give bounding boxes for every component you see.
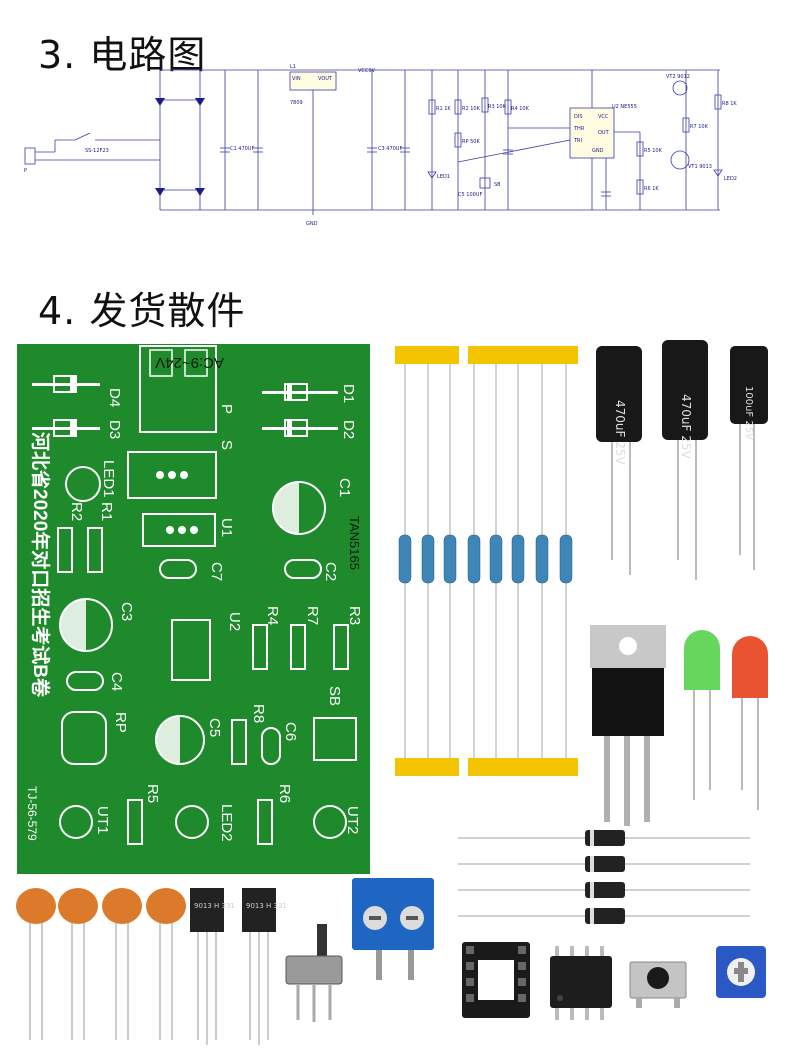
diodes [458,830,750,924]
pcb-sb: SB [326,686,343,706]
transistor2-marking: 9013 H 331 [246,902,287,910]
pcb-c5: C5 [206,718,223,737]
pcb-d1: D1 [340,384,357,403]
pcb-c4: C4 [108,672,125,691]
r2-label: R2 10K [462,106,481,112]
r5-label: R5 10K [644,148,663,154]
reg-vout-label: VOUT [318,76,333,82]
pcb-exam-title: 河北省2020年对口招生考试B卷 [29,432,52,698]
schematic [24,69,723,215]
pcb-led2: LED2 [218,804,235,842]
pin-thr: THR [573,126,585,132]
vcc-label: VCC9V [358,68,376,74]
cap2-marking: 470uF 25V [679,394,693,459]
ceramic-capacitors [16,888,186,1040]
switch-label: SS-12F23 [85,148,109,154]
r3-label: R3 10K [488,104,507,110]
pcb-d2: D2 [340,420,357,439]
pcb-c3: C3 [118,602,135,621]
pin-dis: DIS [574,114,583,120]
c1-label: C1 470UF [230,146,254,152]
schematic-diodes [155,98,205,196]
pcb-ut1: UT1 [94,806,111,834]
pcb-board [17,344,370,874]
led1-label: LED1 [437,174,450,180]
cap1-marking: 470uF 25V [613,400,627,465]
pcb-d4: D4 [106,388,123,407]
pin-gnd: GND [592,148,604,154]
pcb-r8: R8 [250,704,267,723]
r1-label: R1 1K [436,106,451,112]
rp-label: RP 50K [462,139,480,145]
pin-out: OUT [598,130,610,136]
pcb-ut2: UT2 [344,806,361,834]
push-button [629,961,687,1008]
transistors: 9013 H 331 9013 H 331 [190,888,287,1045]
led-components [684,630,768,810]
parts-heading: 4. 发货散件 [38,289,246,333]
pcb-p: P [218,404,235,414]
r4-label: R4 10K [511,106,530,112]
voltage-regulator [590,625,666,826]
pcb-r3: R3 [346,606,363,625]
port-label: P [24,168,27,174]
pcb-u1: U1 [218,518,235,537]
pcb-labels: AC:9~24V D4 D3 D1 D2 P S LED1 R2 R1 C1 U… [25,354,363,842]
led2-label: LED2 [724,176,737,182]
pin-tri: TRI [573,138,582,144]
pcb-r5: R5 [144,784,161,803]
pcb-rp: RP [112,712,129,733]
pcb-code: TJ-56-579 [25,786,39,841]
slide-switch [285,924,343,1022]
cap3-marking: 100uF 25V [743,386,754,440]
pcb-c2: C2 [322,562,339,581]
vt1-label: VT1 9013 [688,164,712,170]
pcb-led1: LED1 [100,460,117,498]
u2-label: U2 NE555 [612,104,637,110]
reg-part-label: 7809 [290,100,303,106]
ic-socket [462,942,530,1018]
pcb-r1: R1 [98,502,115,521]
reg-ref-label: L1 [290,64,296,70]
pin-vcc: VCC [598,114,609,120]
pcb-tan: TAN5165 [347,516,362,570]
c3-label: C3 470UF [378,146,402,152]
c5-label: C5 100UF [458,192,482,198]
pcb-r7: R7 [304,606,321,625]
terminal-block [352,878,434,980]
gnd-label: GND [306,221,318,227]
pcb-c6: C6 [282,722,299,741]
ic-chip [550,946,612,1020]
potentiometer [716,946,766,998]
r7-label: R7 10K [690,124,709,130]
transistor1-marking: 9013 H 331 [194,902,235,910]
pcb-r6: R6 [276,784,293,803]
pcb-r4: R4 [264,606,281,625]
pcb-d3: D3 [106,420,123,439]
pcb-ac-label: AC:9~24V [155,354,224,371]
pcb-c7: C7 [208,562,225,581]
pcb-c1: C1 [336,478,353,497]
vt2-label: VT2 9012 [666,74,690,80]
pcb-r2: R2 [68,502,85,521]
resistor-strip [395,346,578,776]
pcb-s: S [218,440,235,450]
sb-label: SB [494,182,501,188]
reg-vin-label: VIN [292,76,301,82]
pcb-u2: U2 [226,612,243,631]
r8-label: R8 1K [722,101,737,107]
electrolytic-capacitors: 470uF 25V 470uF 25V 100uF 25V [596,340,768,580]
r6-label: R6 1K [644,186,659,192]
